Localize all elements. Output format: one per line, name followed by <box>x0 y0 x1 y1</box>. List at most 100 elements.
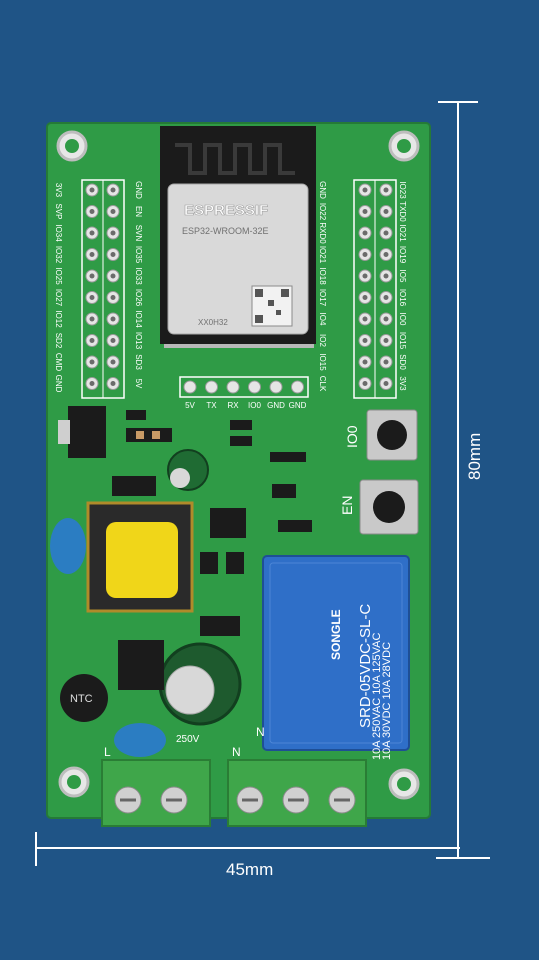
pin-labels: 3V3SVPIO34IO32IO25IO27IO12SD2CMDGNDGNDEN… <box>54 181 407 393</box>
bottom-pinhole <box>248 380 261 394</box>
pinhole-center <box>362 295 368 300</box>
terminal-label-n-in: N <box>232 745 241 759</box>
pinhole-center <box>110 381 116 386</box>
bottom-pin-label: 5V <box>185 401 195 410</box>
pinhole-center <box>110 316 116 322</box>
pinhole-center <box>383 273 389 279</box>
ntc-label: NTC <box>70 693 93 705</box>
bottom-pin-label: IO0 <box>248 401 261 410</box>
esp32-code: XX0H32 <box>198 318 228 327</box>
button-io0-label: IO0 <box>344 425 360 448</box>
relay-rating-ac: 10A 250VAC 10A 125VAC <box>371 633 383 760</box>
pin-label: IO18 <box>318 267 327 285</box>
pin-label: 3V3 <box>398 376 407 391</box>
bottom-header <box>179 376 309 398</box>
pinhole-center <box>89 273 95 279</box>
bottom-pin-label: GND <box>267 401 285 410</box>
pin-label: IO4 <box>318 313 327 326</box>
width-dimension-label: 45mm <box>226 860 274 879</box>
relay-model: SRD-05VDC-SL-C <box>357 604 374 728</box>
pinhole-center <box>89 359 95 365</box>
pin-label: IO32 <box>54 246 63 264</box>
terminal-block-output <box>227 759 367 827</box>
pin-label: IO15 <box>318 353 327 371</box>
pin-label: IO16 <box>398 289 407 307</box>
pin-label: SD3 <box>134 354 143 370</box>
pin-label: IO27 <box>54 289 63 307</box>
esp32-model: ESP32-WROOM-32E <box>182 226 269 236</box>
pinhole-center <box>89 316 95 322</box>
pin-label: IO21 <box>398 224 407 242</box>
pinhole-center <box>110 187 116 193</box>
bottom-pin-label: GND <box>289 401 307 410</box>
pin-label: RXD0 <box>318 222 327 244</box>
pin-label: SVN <box>134 225 143 242</box>
y-capacitor-bottom <box>114 723 166 757</box>
pinhole-center <box>383 381 389 386</box>
pin-label: IO22 <box>318 203 327 221</box>
bridge-rectifier <box>118 640 164 690</box>
pinhole-center <box>362 252 368 257</box>
pin-label: IO0 <box>398 313 407 326</box>
dimension-lines <box>35 101 490 866</box>
terminal-label-n-out: N <box>256 725 265 739</box>
pin-label: IO19 <box>398 246 407 264</box>
pinhole-center <box>383 209 389 214</box>
bottom-pinhole <box>291 380 304 394</box>
pin-label: GND <box>134 181 143 199</box>
pin-label: IO23 <box>398 181 407 199</box>
pin-label: IO21 <box>318 246 327 264</box>
pin-label: EN <box>134 206 143 217</box>
smd-components <box>112 410 312 636</box>
pin-label: CLK <box>318 376 327 392</box>
pinhole-center <box>362 316 368 322</box>
bottom-pinhole <box>269 380 283 394</box>
button-en-label: EN <box>339 496 355 515</box>
bottom-header-pins: 5V TX RX IO0 GND GND <box>183 380 307 410</box>
pin-label: GND <box>54 375 63 393</box>
pinhole-center <box>362 381 368 386</box>
y-capacitor-left <box>50 518 86 574</box>
bottom-pin-label: TX <box>206 401 217 410</box>
pin-label: IO12 <box>54 310 63 328</box>
button-io0[interactable] <box>366 409 418 461</box>
bottom-pinhole <box>183 380 197 394</box>
pin-label: SD2 <box>54 333 63 349</box>
pin-label: GND <box>318 181 327 199</box>
pinhole-center <box>383 295 389 300</box>
pinhole-center <box>89 209 95 214</box>
bottom-pinhole <box>205 380 218 394</box>
header-block-left <box>81 179 125 399</box>
pin-label: TXD0 <box>398 201 407 222</box>
pinhole-center <box>110 209 116 214</box>
relay <box>262 555 410 751</box>
voltage-label: 250V <box>176 734 200 745</box>
pinhole-center <box>383 230 389 236</box>
pin-label: IO33 <box>134 267 143 285</box>
pinhole-center <box>110 338 116 343</box>
button-en[interactable] <box>359 479 419 535</box>
pinhole-center <box>89 381 95 386</box>
pin-label: IO2 <box>318 334 327 347</box>
pinhole-center <box>362 273 368 279</box>
pinhole-center <box>383 252 389 257</box>
pin-label: IO34 <box>54 224 63 242</box>
ntc-thermistor <box>60 674 108 722</box>
relay-rating-dc: 10A 30VDC 10A 28VDC <box>381 642 393 760</box>
pinhole-center <box>383 316 389 322</box>
pinhole-center <box>362 338 368 343</box>
pinhole-center <box>362 187 368 193</box>
header-pinholes <box>85 183 393 390</box>
pinhole-center <box>89 295 95 300</box>
pinhole-center <box>89 187 95 193</box>
bottom-pin-label: RX <box>227 401 239 410</box>
pinhole-center <box>110 295 116 300</box>
pin-label: 3V3 <box>54 183 63 198</box>
pinhole-center <box>383 187 389 193</box>
pin-label: IO14 <box>134 310 143 328</box>
terminal-block-input <box>101 759 211 827</box>
header-block-right <box>353 179 397 399</box>
pin-label: IO5 <box>398 270 407 283</box>
relay-brand: SONGLE <box>329 609 343 660</box>
